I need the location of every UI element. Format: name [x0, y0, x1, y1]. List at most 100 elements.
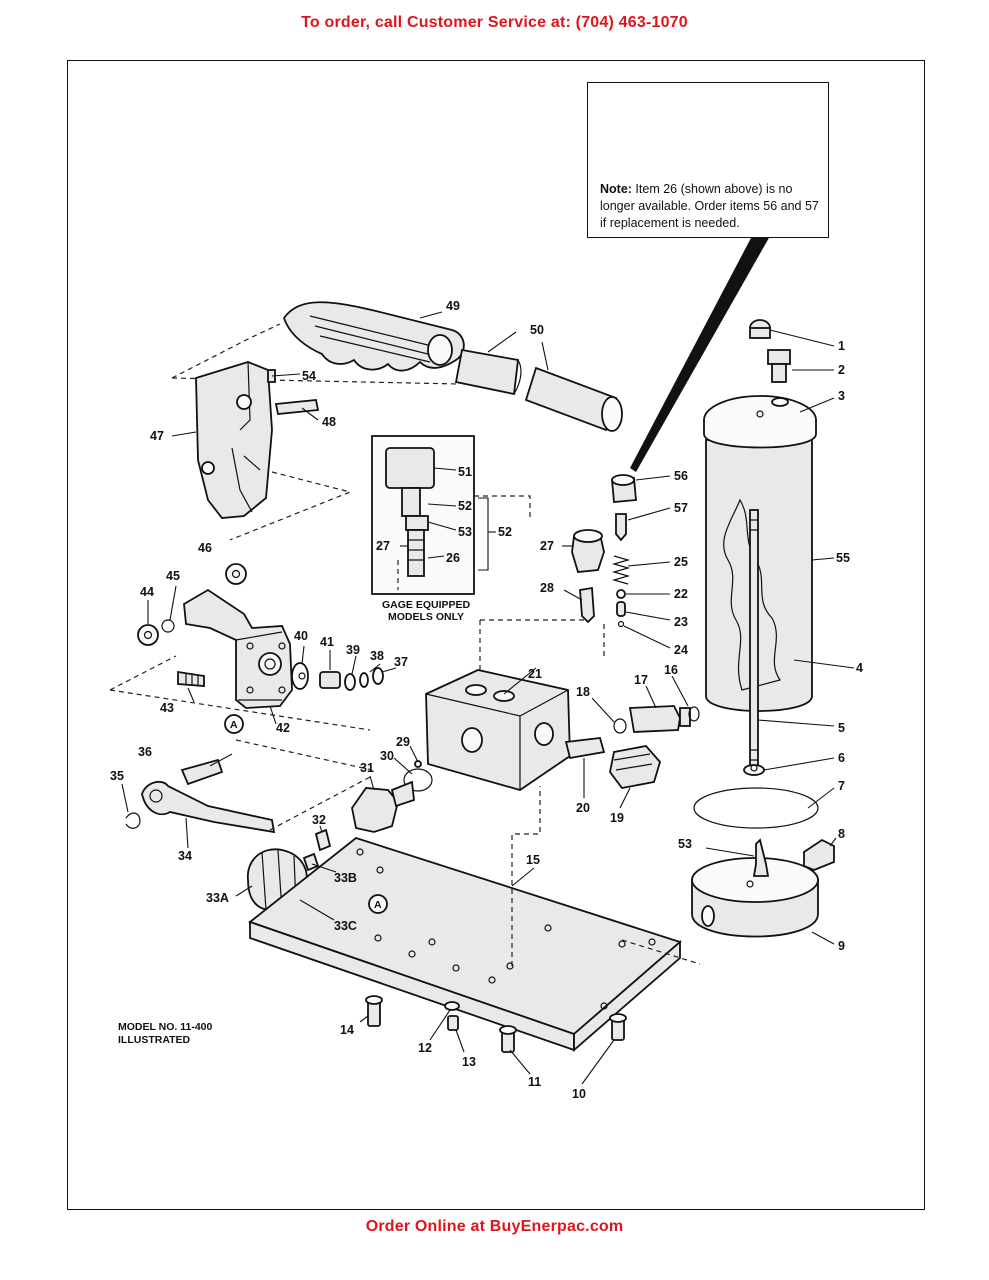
note-text: Note: Item 26 (shown above) is no longer… — [600, 181, 828, 232]
callout-27-inset: 27 — [376, 539, 390, 553]
filter-8 — [803, 838, 835, 871]
pin-48 — [274, 399, 320, 415]
retaining-ring-35 — [125, 812, 141, 829]
gage-inset-box — [371, 435, 475, 595]
callout-39: 39 — [346, 643, 360, 657]
callout-56: 56 — [674, 469, 688, 483]
callout-1: 1 — [838, 339, 845, 353]
bushing-40 — [291, 662, 309, 690]
fitting-19 — [609, 745, 662, 789]
seal-38 — [359, 672, 369, 688]
pin-23 — [616, 601, 626, 617]
callout-24: 24 — [674, 643, 688, 657]
inset-caption-line1: GAGE EQUIPPED — [382, 599, 471, 611]
callout-46: 46 — [198, 541, 212, 555]
screw-13 — [447, 1015, 459, 1031]
callout-36: 36 — [138, 745, 152, 759]
callout-16: 16 — [664, 663, 678, 677]
cap-1 — [749, 319, 771, 339]
callout-33c: 33C — [334, 919, 357, 933]
note-label: Note: — [600, 182, 632, 196]
washer-46 — [225, 563, 247, 585]
oring-30 — [403, 768, 433, 792]
seal-39 — [344, 673, 356, 691]
callout-28: 28 — [540, 581, 554, 595]
handle-tube-50a — [454, 348, 522, 396]
section-marker-a — [224, 714, 388, 914]
lever-bracket-47 — [195, 361, 273, 519]
callout-13: 13 — [462, 1055, 476, 1069]
callout-12: 12 — [418, 1041, 432, 1055]
callout-57: 57 — [674, 501, 688, 515]
bolt-43 — [177, 670, 205, 687]
ball-22 — [616, 589, 626, 599]
callout-38: 38 — [370, 649, 384, 663]
callout-6: 6 — [838, 751, 845, 765]
plug-27 — [571, 529, 605, 573]
callout-7: 7 — [838, 779, 845, 793]
seal-37 — [372, 667, 384, 685]
callout-3: 3 — [838, 389, 845, 403]
callout-8: 8 — [838, 827, 845, 841]
plug-41 — [319, 671, 341, 689]
callout-41: 41 — [320, 635, 334, 649]
washer-44 — [137, 624, 159, 646]
model-number-line2: ILLUSTRATED — [118, 1034, 191, 1046]
callout-40: 40 — [294, 629, 308, 643]
ball-24 — [617, 620, 625, 628]
callout-37: 37 — [394, 655, 408, 669]
order-online-banner: Order Online at BuyEnerpac.com — [365, 1218, 624, 1235]
callout-55: 55 — [836, 551, 850, 565]
screw-32 — [314, 828, 332, 852]
callout-53: 53 — [678, 837, 692, 851]
callout-26-inset: 26 — [446, 551, 460, 565]
callout-15: 15 — [526, 853, 540, 867]
callout-43: 43 — [160, 701, 174, 715]
screw-11 — [499, 1025, 517, 1053]
pin-28 — [579, 586, 595, 624]
callout-31: 31 — [360, 761, 374, 775]
callout-22: 22 — [674, 587, 688, 601]
seal-16 — [688, 706, 700, 722]
plunger-20 — [564, 737, 606, 760]
pivot-bracket-42 — [183, 588, 293, 709]
callout-50: 50 — [530, 323, 544, 337]
plug-56 — [611, 474, 637, 503]
lever-34 — [141, 780, 276, 834]
callout-42: 42 — [276, 721, 290, 735]
callout-19: 19 — [610, 811, 624, 825]
order-phone-banner: To order, call Customer Service at: (704… — [301, 14, 688, 31]
callout-54: 54 — [302, 369, 316, 383]
callout-47: 47 — [150, 429, 164, 443]
callout-52: 52 — [498, 525, 512, 539]
callout-30: 30 — [380, 749, 394, 763]
callout-32: 32 — [312, 813, 326, 827]
inset-caption-line2: MODELS ONLY — [388, 611, 464, 623]
plug-2 — [767, 349, 791, 383]
screw-14 — [365, 995, 383, 1027]
diagram-frame — [67, 60, 925, 1210]
callout-29: 29 — [396, 735, 410, 749]
callout-17: 17 — [634, 673, 648, 687]
base-cap-9 — [691, 857, 819, 938]
callout-2: 2 — [838, 363, 845, 377]
note-body: Item 26 (shown above) is no longer avail… — [600, 182, 819, 230]
callout-23: 23 — [674, 615, 688, 629]
callout-5: 5 — [838, 721, 845, 735]
cover-3 — [703, 395, 817, 449]
callout-34: 34 — [178, 849, 192, 863]
note-pointer — [630, 236, 770, 472]
callout-49: 49 — [446, 299, 460, 313]
screw-10 — [609, 1013, 627, 1041]
nut-6 — [743, 764, 765, 776]
callout-4: 4 — [856, 661, 863, 675]
callout-44: 44 — [140, 585, 154, 599]
callout-53-inset: 53 — [458, 525, 472, 539]
callout-45: 45 — [166, 569, 180, 583]
model-number-line1: MODEL NO. 11-400 — [118, 1021, 213, 1033]
callout-10: 10 — [572, 1087, 586, 1101]
pump-body-21 — [425, 669, 571, 791]
callout-9: 9 — [838, 939, 845, 953]
gasket-7 — [693, 787, 819, 829]
